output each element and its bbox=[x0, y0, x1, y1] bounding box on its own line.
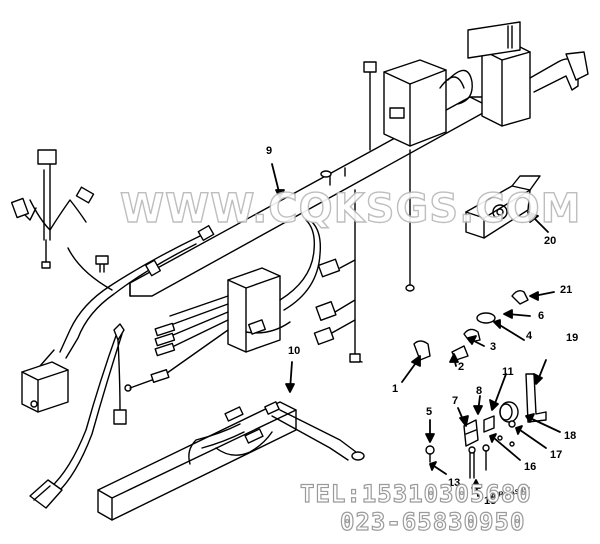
callout-4: 4 bbox=[526, 330, 533, 342]
callout-20: 20 bbox=[544, 235, 557, 247]
callout-11: 11 bbox=[502, 366, 514, 378]
watermark-text: WWW.CQKSGS.COM bbox=[119, 185, 582, 232]
bracket-20 bbox=[465, 175, 541, 239]
left-harness-branch bbox=[10, 149, 201, 413]
center-connector-block bbox=[227, 219, 322, 353]
right-side-plugs bbox=[313, 258, 361, 363]
callout-15: 15 bbox=[484, 495, 497, 507]
callout-1: 1 bbox=[392, 383, 399, 395]
callout-18: 18 bbox=[564, 430, 577, 442]
harness-clips bbox=[95, 224, 215, 277]
leader-arrows bbox=[271, 163, 561, 497]
callout-6: 6 bbox=[538, 310, 545, 322]
callout-2: 2 bbox=[458, 361, 465, 373]
bracket-plate bbox=[467, 21, 521, 59]
upper-junction-box bbox=[383, 59, 447, 147]
callout-5: 5 bbox=[426, 406, 433, 418]
callout-21: 21 bbox=[560, 284, 573, 296]
contact-landline: 023-65830950 bbox=[339, 507, 526, 536]
callout-16: 16 bbox=[524, 461, 537, 473]
lower-rail-10 bbox=[97, 401, 365, 521]
callout-9: 9 bbox=[266, 145, 273, 157]
callout-17: 17 bbox=[550, 449, 563, 461]
drop-wires bbox=[29, 323, 127, 509]
callout-7: 7 bbox=[452, 395, 459, 407]
hardware-clips bbox=[413, 289, 547, 479]
callout-3: 3 bbox=[490, 341, 497, 353]
right-junction-box bbox=[481, 41, 531, 127]
callout-10: 10 bbox=[288, 345, 301, 357]
elbow-connector bbox=[529, 51, 589, 93]
contact-phone: TEL:15310305680 bbox=[299, 479, 532, 508]
callout-19: 19 bbox=[566, 332, 579, 344]
callout-8: 8 bbox=[476, 385, 483, 397]
loop-hose bbox=[439, 69, 473, 105]
multi-plug-leads bbox=[124, 295, 229, 392]
callout-13: 13 bbox=[448, 477, 461, 489]
